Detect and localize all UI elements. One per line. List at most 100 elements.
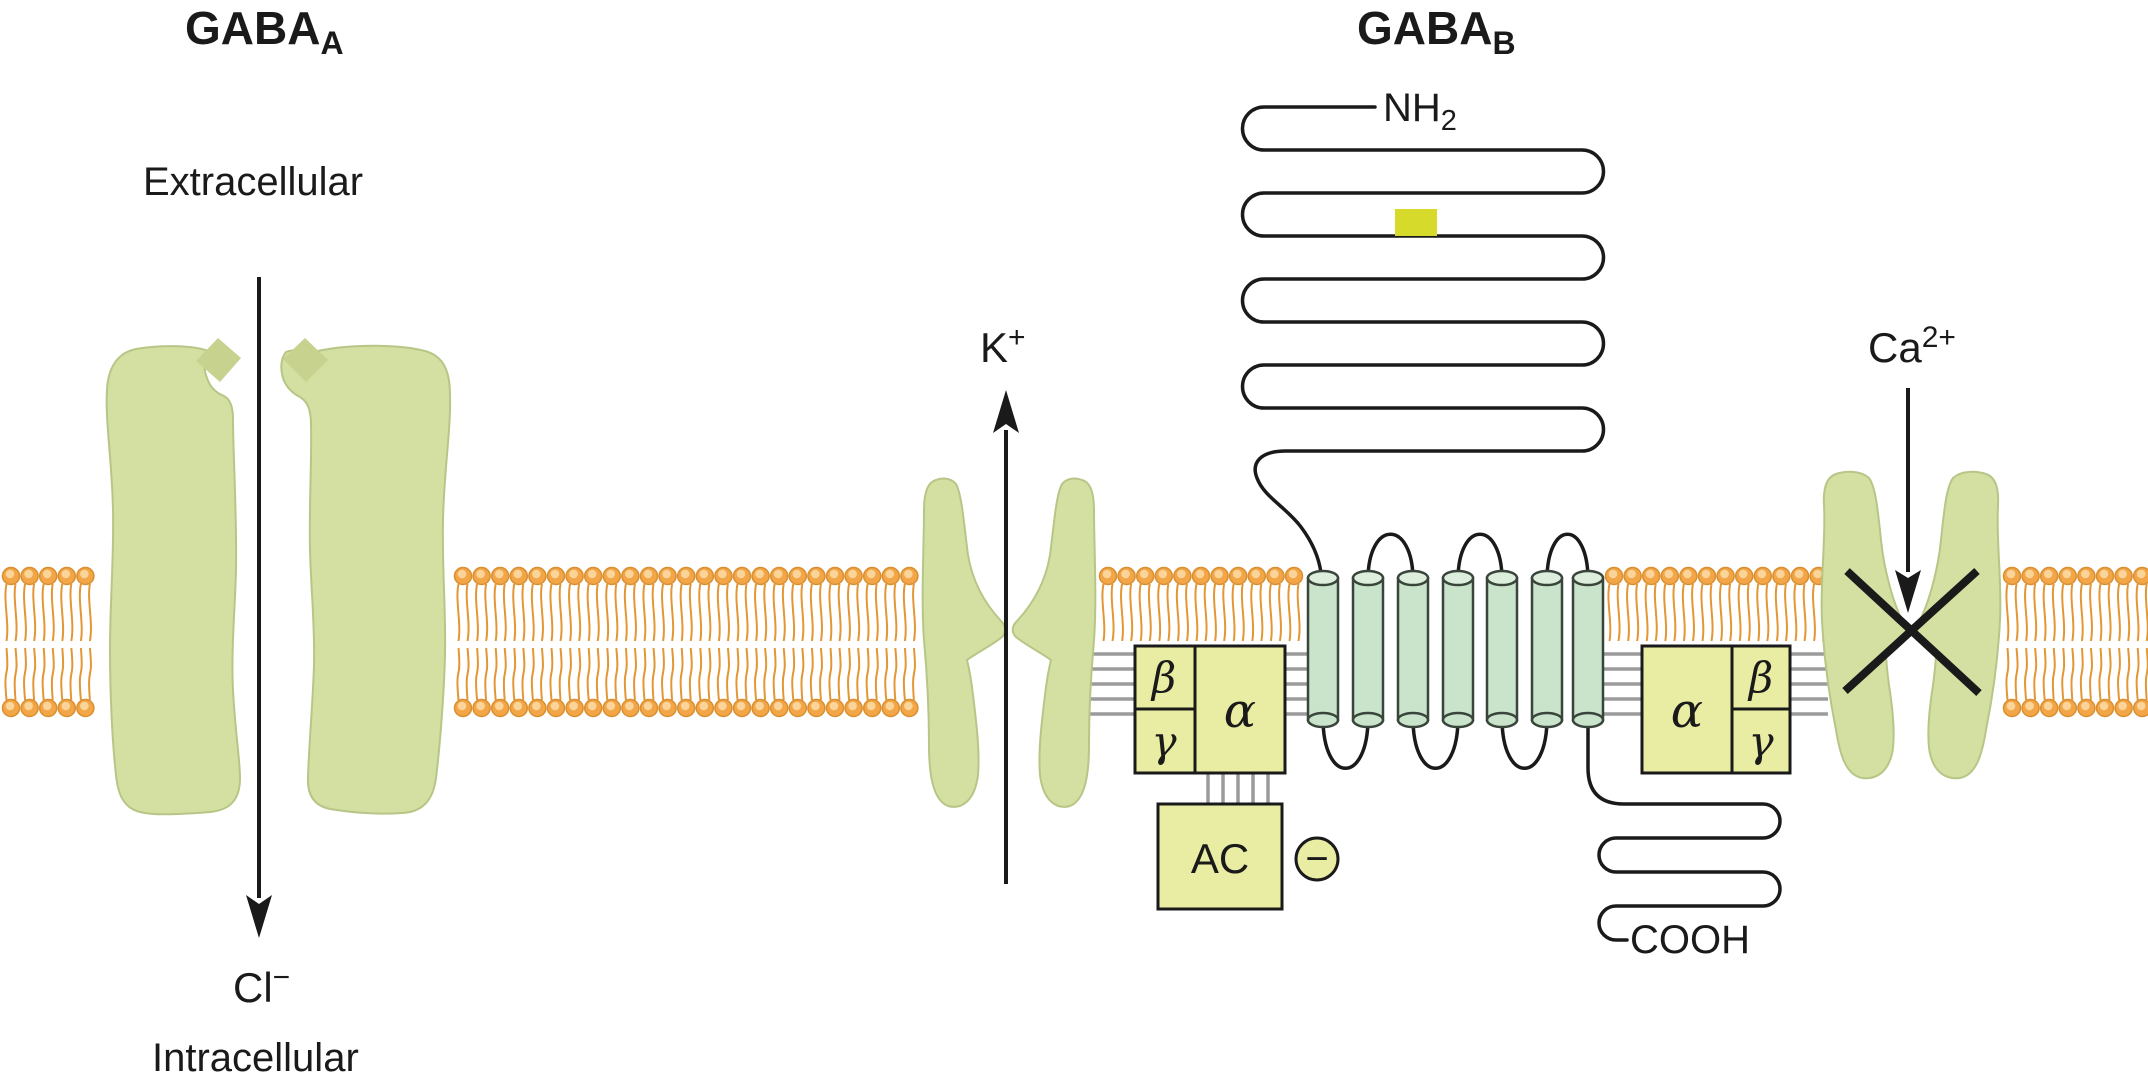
- lipid-head-highlight: [24, 569, 33, 579]
- lipid-head-highlight: [1214, 569, 1223, 579]
- tm-helix-top: [1351, 569, 1385, 587]
- lipid-head-highlight: [550, 569, 560, 579]
- lipid-head-highlight: [1664, 569, 1674, 579]
- adenylyl-cyclase-label: AC: [1191, 835, 1249, 882]
- tm-helix-body: [1441, 576, 1475, 722]
- extracellular-loop: [1545, 532, 1590, 581]
- lipid-tail: [772, 647, 777, 701]
- lipid-head-highlight: [1139, 569, 1149, 579]
- lipid-head-highlight: [1158, 569, 1168, 579]
- inhibition-sign: −: [1305, 837, 1328, 881]
- lipid-tail: [2033, 583, 2038, 642]
- lipid-tail: [558, 583, 563, 642]
- lipid-tail: [1616, 583, 1621, 642]
- lipid-tail: [856, 583, 861, 642]
- lipid-tail: [1101, 583, 1106, 642]
- lipid-tail: [688, 583, 693, 642]
- lipid-head-highlight: [1627, 569, 1636, 579]
- lipid-tail: [1185, 583, 1189, 642]
- lipid-tail: [1231, 583, 1236, 642]
- lipid-tail: [78, 583, 83, 642]
- lipid-tail: [50, 647, 55, 701]
- lipid-tail: [475, 583, 479, 642]
- lipid-head-highlight: [1102, 569, 1112, 579]
- lipid-tail: [484, 583, 489, 642]
- lipid-tail: [688, 647, 693, 701]
- lipid-tail: [50, 583, 55, 642]
- lipid-head-highlight: [2136, 701, 2146, 711]
- lipid-tail: [2051, 647, 2056, 701]
- lipid-tail: [716, 647, 721, 701]
- title-gaba-b: GABAB: [1357, 2, 1516, 61]
- lipid-tail: [595, 647, 600, 701]
- lipid-tail: [586, 647, 591, 701]
- lipid-head-highlight: [42, 569, 52, 579]
- lipid-tail: [2051, 583, 2056, 642]
- lipid-tail: [1812, 583, 1816, 642]
- lipid-head-highlight: [662, 569, 671, 579]
- lipid-tail: [475, 647, 479, 701]
- tm-helix-loops: [1321, 532, 1590, 770]
- beta-subunit-box: [1133, 644, 1197, 711]
- lipid-tail: [577, 583, 582, 642]
- lipid-tail: [1756, 583, 1761, 642]
- lipid-head-highlight: [569, 701, 578, 711]
- k-channel-subunit-left: [921, 477, 1007, 808]
- tm-helix: [1351, 569, 1385, 729]
- lipid-tail: [884, 583, 889, 642]
- lipid-tail: [2070, 583, 2075, 642]
- lipid-head-highlight: [513, 569, 523, 579]
- lipid-tail: [60, 583, 65, 642]
- lipid-tail: [809, 583, 814, 642]
- tm-helix-bottom: [1306, 711, 1340, 729]
- lipid-tail: [2144, 647, 2148, 701]
- lipid-head-highlight: [2062, 701, 2072, 711]
- lipid-head-highlight: [2081, 701, 2090, 711]
- lipid-tail: [2005, 583, 2010, 642]
- lipid-tail: [726, 647, 730, 701]
- lipid-tail: [763, 583, 768, 642]
- lipid-head-highlight: [1776, 569, 1785, 579]
- lipid-tail: [60, 647, 65, 701]
- lipid-tail: [530, 583, 535, 642]
- tm-helix-top: [1396, 569, 1430, 587]
- lipid-head-highlight: [2118, 701, 2127, 711]
- lipid-tail: [670, 647, 675, 701]
- alpha-label: α: [1224, 683, 1256, 739]
- lipid-tail: [1700, 583, 1705, 642]
- lipid-tail: [1681, 583, 1686, 642]
- lipid-tail: [69, 647, 74, 701]
- gabab-n-terminal-loop: [1240, 105, 1606, 575]
- alpha-subunit-box: [1193, 644, 1287, 775]
- tm-helix: [1396, 569, 1430, 729]
- lipid-tail: [809, 647, 814, 701]
- lipid-tail: [884, 647, 889, 701]
- lipid-tail: [707, 647, 712, 701]
- lipid-tail: [2135, 647, 2140, 701]
- lipid-tail: [1709, 583, 1714, 642]
- lipid-head-highlight: [587, 569, 597, 579]
- lipid-head-highlight: [5, 701, 15, 711]
- tm-helix-top: [1571, 569, 1605, 587]
- lipid-tail: [781, 583, 786, 642]
- lipid-tail: [1259, 583, 1264, 642]
- lipid-tail: [521, 583, 526, 642]
- lipid-head-highlight: [532, 701, 541, 711]
- gaba-a-subunit-left: [105, 345, 242, 816]
- lipid-tail: [2014, 583, 2019, 642]
- lipid-tail: [2089, 583, 2093, 642]
- gamma-subunit-box: [1730, 707, 1792, 775]
- lipid-head-highlight: [811, 701, 820, 711]
- lipid-tail: [2024, 647, 2028, 701]
- lipid-tail: [558, 647, 563, 701]
- lipid-head-highlight: [1701, 569, 1711, 579]
- lipid-tail: [716, 583, 721, 642]
- lipid-tail: [2117, 647, 2121, 701]
- gabab-c-terminal-loop: [1586, 720, 1782, 942]
- lipid-head-highlight: [755, 701, 764, 711]
- lipid-tail: [4, 583, 9, 642]
- label-extracellular: Extracellular: [143, 160, 363, 204]
- lipid-head-highlight: [866, 569, 876, 579]
- lipid-head-highlight: [662, 701, 671, 711]
